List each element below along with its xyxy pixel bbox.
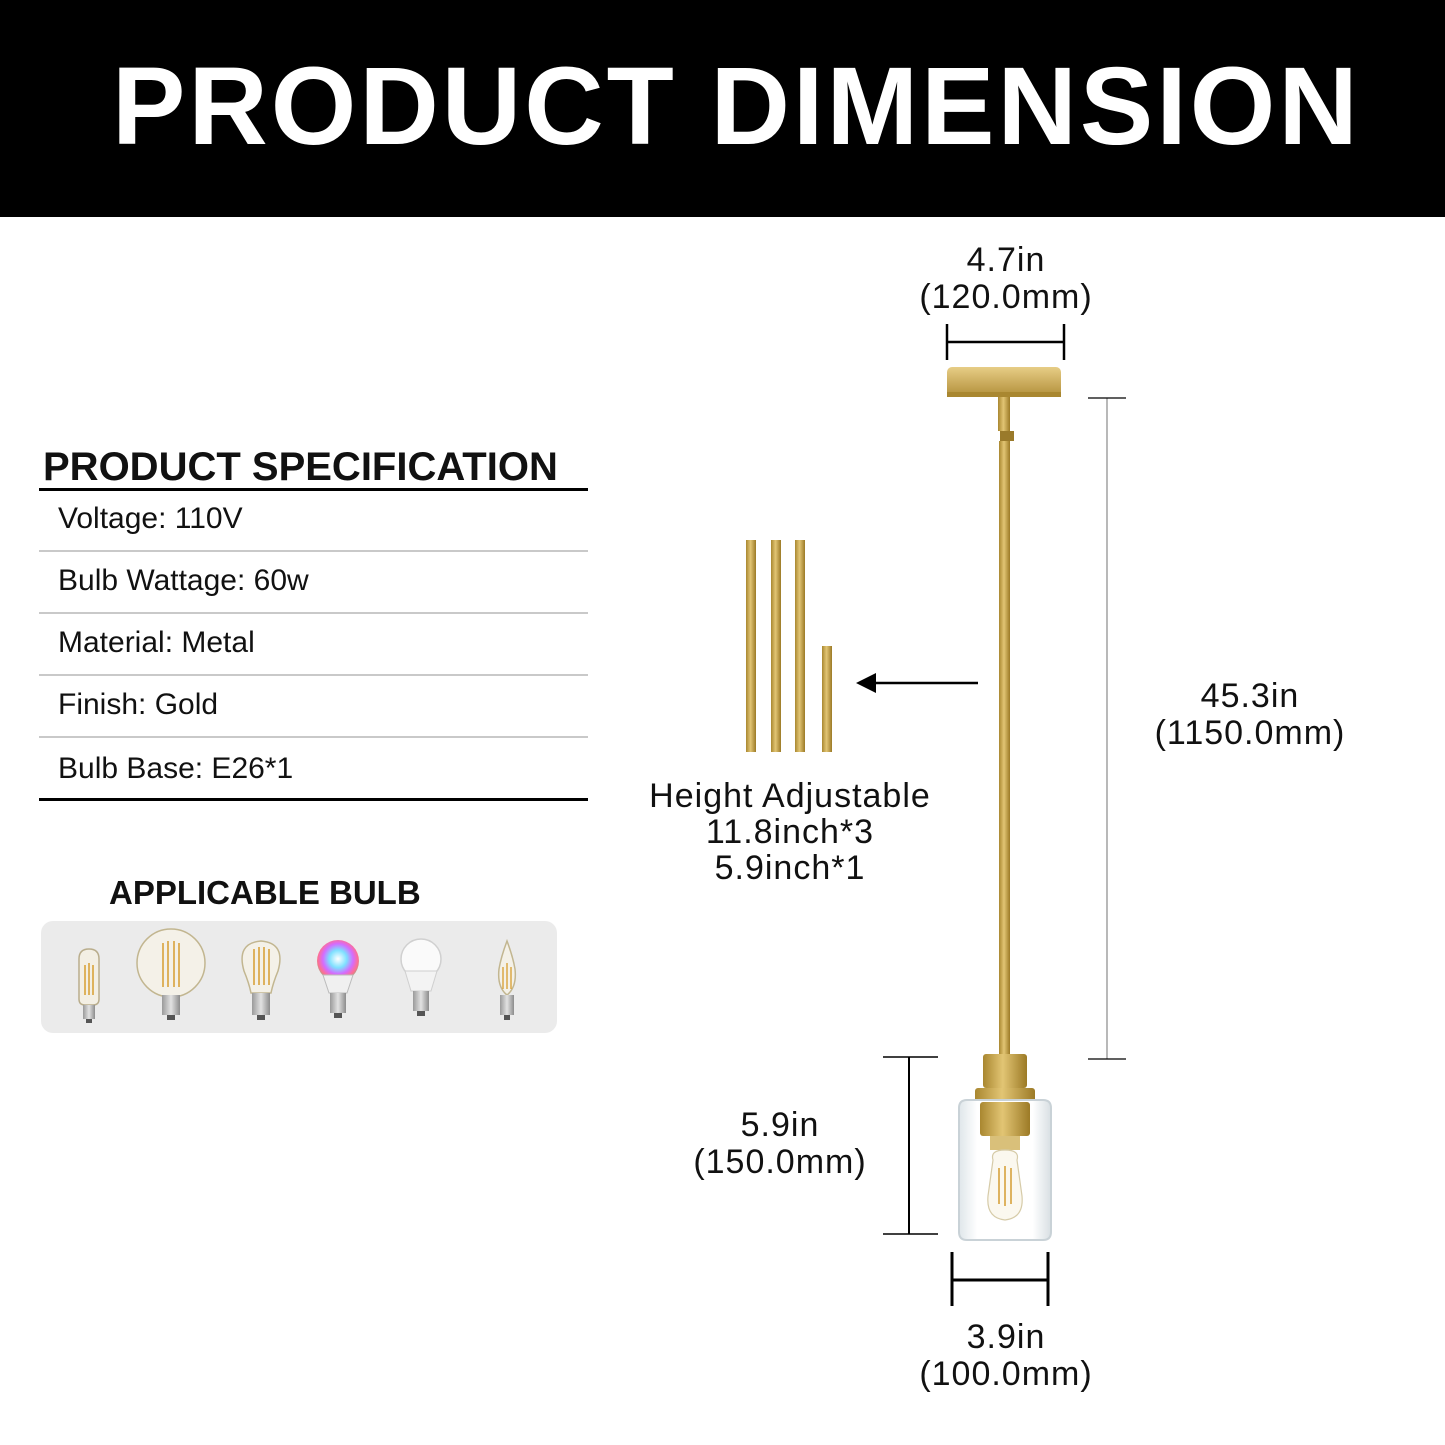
bulb-tray [41,921,557,1033]
dim-mm: (1150.0mm) [1154,714,1346,752]
canopy-width-dimension-line [945,324,1066,360]
header-banner: PRODUCT DIMENSION [0,0,1445,217]
overall-height-dimension-line [1088,397,1126,1060]
pendant-rod [999,441,1010,1057]
globe-filament-bulb-icon [136,928,206,1020]
dim-inch: 5.9in [740,1106,820,1144]
overall-height-label: 45.3in (1150.0mm) [1140,678,1360,752]
canopy-width-label: 4.7in (120.0mm) [906,242,1106,316]
spec-row-label: Finish: Gold [58,688,219,721]
dim-inch: 45.3in [1200,677,1300,715]
rod-spec-long: 11.8inch*3 [705,813,875,851]
dim-mm: (100.0mm) [919,1355,1093,1393]
spec-row-finish: Finish: Gold [39,676,588,738]
flame-tip-candle-bulb-icon [497,938,517,1020]
spec-row-label: Bulb Wattage: 60w [58,564,309,597]
arrow-left-icon [856,673,978,693]
shade-width-label: 3.9in (100.0mm) [906,1319,1106,1393]
spec-row-bulb-base: Bulb Base: E26*1 [39,738,588,800]
dim-inch: 4.7in [966,241,1046,279]
white-led-bulb-icon [400,938,442,1016]
page-title: PRODUCT DIMENSION [112,45,1361,168]
ceiling-canopy [947,367,1061,441]
spec-bottom-rule [39,798,588,801]
spec-row-voltage: Voltage: 110V [39,490,588,552]
light-fixture-head [958,1054,1052,1241]
shade-height-dimension-line [883,1056,938,1235]
extension-rods [746,540,832,752]
rod-spec-short: 5.9inch*1 [714,849,866,887]
spec-row-wattage: Bulb Wattage: 60w [39,552,588,614]
dim-mm: (150.0mm) [693,1143,867,1181]
spec-top-rule [39,488,588,491]
shade-height-label: 5.9in (150.0mm) [680,1107,880,1181]
height-adjustable-title: Height Adjustable [649,777,931,815]
applicable-bulb-title: APPLICABLE BULB [109,874,421,911]
rgb-smart-bulb-icon [317,940,359,1018]
bulb-icons [78,928,517,1023]
height-adjustable-label: Height Adjustable 11.8inch*3 5.9inch*1 [630,778,950,886]
spec-row-label: Bulb Base: E26*1 [58,752,294,785]
spec-row-material: Material: Metal [39,614,588,676]
tubular-filament-bulb-icon [78,948,100,1023]
dim-mm: (120.0mm) [919,278,1093,316]
spec-row-label: Material: Metal [58,626,255,659]
shade-width-dimension-line [950,1252,1050,1306]
spec-title: PRODUCT SPECIFICATION [43,445,558,489]
a-shape-filament-bulb-icon [241,940,281,1020]
spec-row-label: Voltage: 110V [58,502,243,535]
dim-inch: 3.9in [966,1318,1046,1356]
